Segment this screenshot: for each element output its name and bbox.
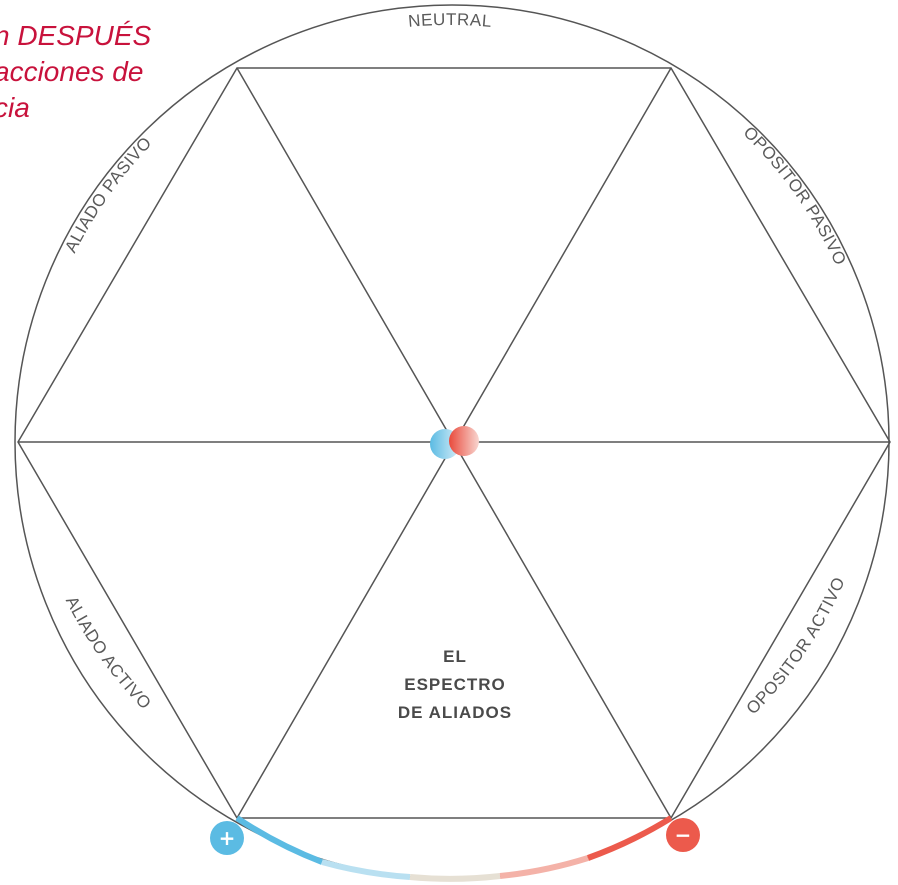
minus-sign: − — [675, 823, 692, 847]
plus-icon — [210, 821, 244, 855]
annotation-note: n DESPUÉS acciones de cia — [0, 18, 194, 126]
segment-label-aliado-pasivo: ALIADO PASIVO — [61, 133, 155, 256]
spectrum-arc-ally-light — [321, 859, 411, 880]
spectrum-arc-ally — [235, 815, 324, 865]
center-title-line-2: ESPECTRO — [404, 675, 506, 694]
spectrum-arc-opp-light — [499, 855, 589, 879]
segment-label-opositor-activo: OPOSITOR ACTIVO — [743, 574, 849, 718]
annotation-line-3: cia — [0, 92, 30, 123]
plus-marker: + — [210, 821, 244, 855]
spectrum-arc-neutral — [409, 873, 501, 882]
annotation-line-1: n DESPUÉS — [0, 20, 152, 51]
plus-sign: + — [219, 826, 236, 850]
center-title-line-3: DE ALIADOS — [398, 703, 512, 722]
center-dot-opponent — [449, 426, 479, 456]
segment-label-opositor-pasivo: OPOSITOR PASIVO — [740, 123, 850, 268]
segment-label-neutral: NEUTRAL — [407, 10, 492, 31]
center-title-line-1: EL — [443, 647, 467, 666]
minus-marker: − — [666, 818, 700, 852]
annotation-line-2: acciones de — [0, 56, 144, 87]
spectrum-arc-opp — [586, 815, 673, 861]
minus-icon — [666, 818, 700, 852]
